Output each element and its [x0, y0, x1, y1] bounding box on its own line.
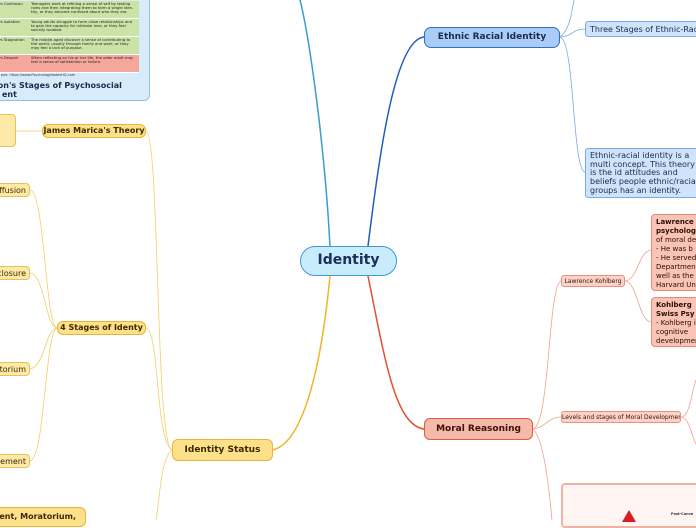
link-moral-kohlberg — [532, 280, 562, 430]
link-moral-levels — [532, 416, 562, 430]
link-kohlberg-bio — [624, 249, 652, 282]
note-kohlberg-stage-theory[interactable]: Kohlberg Swiss Psy - Kohlberg in cogniti… — [651, 297, 696, 347]
subtopic-ethnic-racial-definition[interactable]: Ethnic-racial identity is a multi concep… — [585, 148, 696, 198]
subtopic-james-marcia-theory[interactable]: James Marica's Theory — [42, 124, 146, 138]
link-levels-down — [680, 416, 696, 445]
moral-image-caption: Post-Conve — [671, 512, 694, 516]
stage-identity-foreclosure[interactable]: closure — [0, 266, 30, 280]
topic-ethnic-racial-identity[interactable]: Ethnic Racial Identity — [424, 27, 560, 48]
erikson-stages-image[interactable]: y vs Confusion Teenagers work at refinin… — [0, 0, 150, 101]
marcia-detail-node[interactable] — [0, 114, 16, 147]
link-four-3 — [29, 327, 58, 370]
erikson-title-line2: ent — [2, 90, 17, 99]
subtopic-levels-stages-moral-development[interactable]: Levels and stages of Moral Development — [561, 411, 681, 423]
erikson-row: y vs Confusion Teenagers work at refinin… — [0, 1, 139, 19]
link-four-1 — [29, 189, 58, 329]
link-levels-up — [680, 379, 696, 418]
link-center-moral — [367, 275, 425, 430]
link-center-erikson — [299, 0, 331, 247]
link-kohlberg-stage — [624, 280, 652, 323]
subtopic-lawrence-kohlberg[interactable]: Lawrence Kohlberg — [561, 275, 625, 287]
link-ethnic-stages — [559, 28, 586, 38]
kohlberg-bio-title: Lawrence psycholog — [656, 218, 696, 235]
link-status-four — [145, 327, 173, 451]
erikson-row-stage: y vs Stagnation — [0, 37, 25, 42]
erikson-row-description: Teenagers work at refining a sense of se… — [31, 1, 134, 15]
note-kohlberg-biography[interactable]: Lawrence psycholog of moral de - He was … — [651, 214, 696, 291]
erikson-source-note: pes: https://www.PsychologyNotesHQ.com — [1, 73, 76, 77]
link-four-2 — [29, 272, 58, 329]
subtopic-three-stages-ethnic-racial[interactable]: Three Stages of Ethnic-Racial — [585, 21, 696, 37]
link-center-status — [271, 275, 331, 451]
link-ethnic-top — [559, 0, 575, 38]
kohlberg-stage-text: - Kohlberg in cognitive development — [656, 319, 696, 345]
stage-identity-moratorium[interactable]: atorium — [0, 362, 30, 376]
erikson-row-description: Young adults struggle to form close rela… — [31, 19, 133, 33]
link-center-ethnic — [367, 36, 425, 247]
erikson-row: y vs Despair When reflecting on his or h… — [0, 55, 139, 73]
erikson-row-description: When reflecting on his or her life, the … — [31, 55, 134, 65]
topic-moral-reasoning[interactable]: Moral Reasoning — [424, 418, 533, 440]
subtopic-achievement-moratorium[interactable]: ment, Moratorium, — [0, 507, 86, 527]
link-status-bottom — [155, 449, 173, 520]
pyramid-icon — [622, 510, 636, 522]
erikson-row: y vs Isolation Young adults struggle to … — [0, 19, 139, 37]
subtopic-four-stages-identity[interactable]: 4 Stages of Identy — [57, 321, 146, 335]
erikson-row-description: The middle-aged discover a sense of cont… — [31, 37, 131, 51]
topic-identity-status[interactable]: Identity Status — [172, 439, 273, 461]
link-moral-image — [532, 428, 553, 520]
kohlberg-stage-title: Kohlberg Swiss Psy — [656, 301, 695, 318]
erikson-row-stage: y vs Isolation — [0, 19, 20, 24]
link-four-4 — [29, 327, 58, 462]
erikson-row: y vs Stagnation The middle-aged discover… — [0, 37, 139, 55]
central-topic-identity[interactable]: Identity — [300, 246, 397, 276]
link-ethnic-definition — [559, 36, 586, 173]
link-status-marcia — [145, 130, 173, 451]
erikson-row-stage: y vs Confusion — [0, 1, 23, 6]
erikson-stage-table: y vs Confusion Teenagers work at refinin… — [0, 1, 139, 73]
stage-identity-diffusion[interactable]: ffusion — [0, 183, 30, 197]
erikson-title-line1: son's Stages of Psychosocial — [0, 81, 122, 90]
kohlberg-bio-text: of moral de - He was b - He served Depar… — [656, 236, 696, 289]
stage-identity-achievement[interactable]: vement — [0, 454, 30, 468]
erikson-row-stage: y vs Despair — [0, 55, 19, 60]
erikson-title: son's Stages of Psychosocial ent — [0, 81, 122, 99]
